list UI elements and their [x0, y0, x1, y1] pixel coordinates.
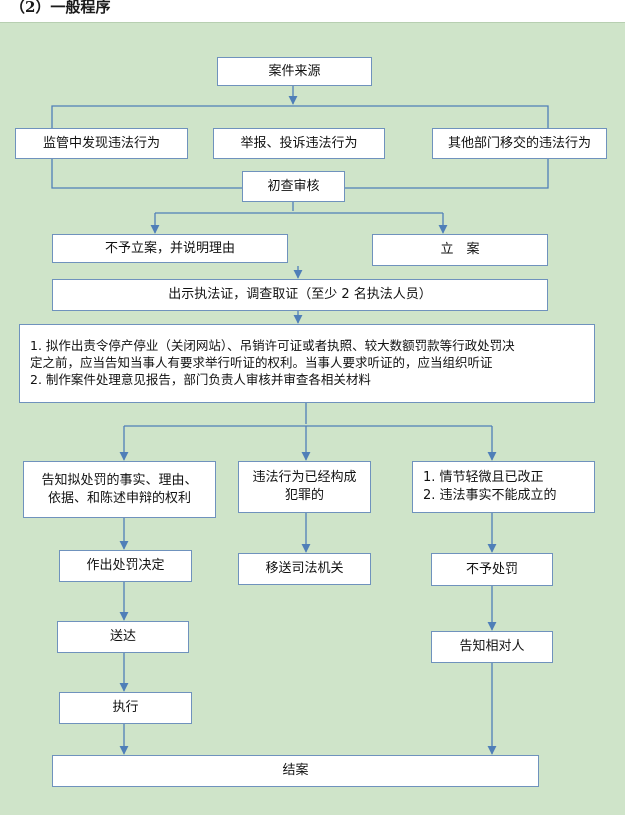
node-case-source: 案件来源 [217, 57, 372, 86]
node-constitutes-crime: 违法行为已经构成 犯罪的 [238, 461, 371, 513]
node-preliminary-review: 初查审核 [242, 171, 345, 202]
node-found-violation: 监管中发现违法行为 [15, 128, 188, 159]
node-minor-or-unfounded: 1. 情节轻微且已改正 2. 违法事实不能成立的 [412, 461, 595, 513]
minor-line-1: 1. 情节轻微且已改正 [423, 470, 544, 486]
node-file-case: 立 案 [372, 234, 548, 266]
node-found-violation-label: 监管中发现违法行为 [42, 135, 160, 151]
node-transfer-violation: 其他部门移交的违法行为 [432, 128, 607, 159]
node-case-source-label: 案件来源 [268, 63, 321, 79]
node-no-penalty: 不予处罚 [431, 553, 553, 586]
node-reject-filing-label: 不予立案，并说明理由 [104, 240, 235, 256]
node-penalty-decision-label: 作出处罚决定 [86, 558, 165, 574]
notify-line-2: 依据、和陈述申辩的权利 [47, 490, 191, 506]
node-investigate: 出示执法证，调查取证（至少 2 名执法人员） [52, 279, 548, 311]
notify-line-1: 告知拟处罚的事实、理由、 [41, 472, 198, 488]
node-report-violation-label: 举报、投诉违法行为 [240, 135, 358, 151]
step-line-2: 定之前，应当告知当事人有要求举行听证的权利。当事人要求听证的，应当组织听证 [30, 355, 493, 371]
step-line-3: 2. 制作案件处理意见报告，部门负责人审核并审查各相关材料 [30, 371, 371, 387]
bracket-top [51, 105, 549, 128]
crime-line-2: 犯罪的 [284, 488, 324, 503]
node-procedure-steps: 1. 拟作出责令停产停业（关闭网站）、吊销许可证或者执照、较大数额罚款等行政处罚… [19, 324, 595, 403]
node-transfer-judicial-label: 移送司法机关 [265, 561, 344, 577]
node-transfer-violation-label: 其他部门移交的违法行为 [447, 135, 591, 151]
node-penalty-decision: 作出处罚决定 [59, 550, 192, 582]
node-execute-label: 执行 [112, 700, 139, 716]
step-line-1: 1. 拟作出责令停产停业（关闭网站）、吊销许可证或者执照、较大数额罚款等行政处罚… [30, 338, 515, 354]
crime-line-1: 违法行为已经构成 [252, 470, 357, 486]
node-inform-party: 告知相对人 [431, 631, 553, 663]
minor-line-2: 2. 违法事实不能成立的 [423, 488, 557, 503]
node-close-case-label: 结案 [282, 763, 309, 779]
node-deliver: 送达 [57, 621, 189, 653]
node-notify-rights: 告知拟处罚的事实、理由、 依据、和陈述申辩的权利 [23, 461, 216, 518]
node-report-violation: 举报、投诉违法行为 [213, 128, 385, 159]
node-transfer-judicial: 移送司法机关 [238, 553, 371, 585]
node-close-case: 结案 [52, 755, 539, 787]
node-reject-filing: 不予立案，并说明理由 [52, 234, 288, 263]
node-preliminary-review-label: 初查审核 [267, 178, 320, 194]
node-inform-party-label: 告知相对人 [459, 639, 525, 655]
node-deliver-label: 送达 [109, 629, 136, 645]
node-execute: 执行 [59, 692, 192, 724]
node-investigate-label: 出示执法证，调查取证（至少 2 名执法人员） [168, 287, 432, 303]
section-heading: （2）一般程序 [10, 0, 111, 16]
node-file-case-label: 立 案 [440, 242, 480, 258]
node-no-penalty-label: 不予处罚 [465, 561, 518, 577]
